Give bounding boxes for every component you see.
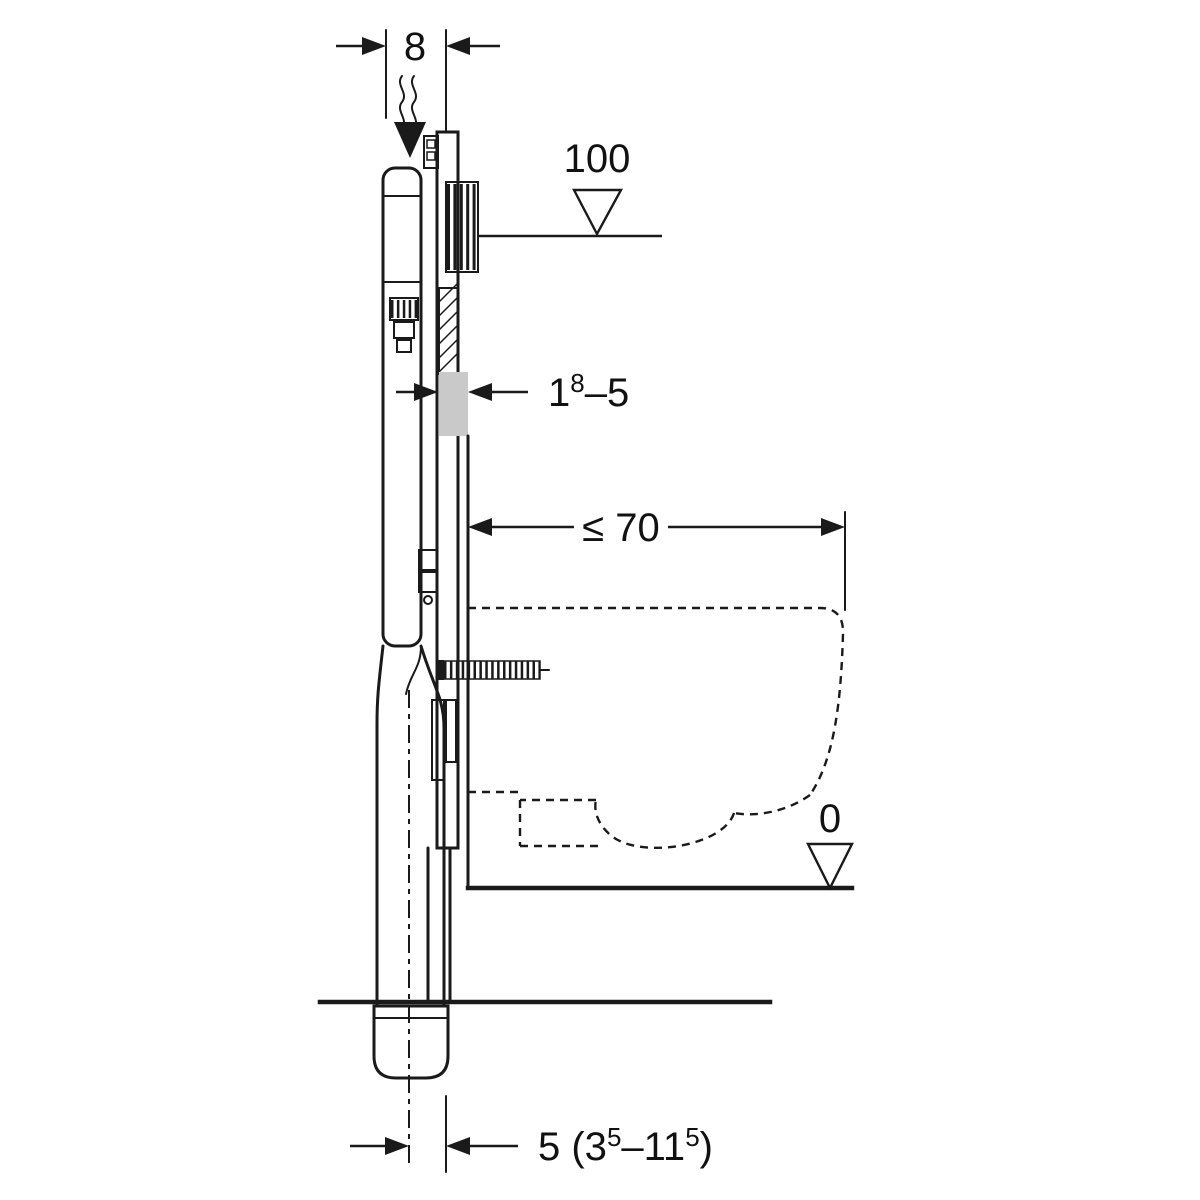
dim-label-depth: ≤ 70 [582, 506, 660, 550]
socket-outline [372, 1004, 450, 1080]
level-marker-0: 0 [806, 797, 854, 891]
wc-pan-outline [468, 606, 845, 850]
hatch-outline [445, 181, 479, 273]
bolt [426, 151, 436, 161]
level-label-100: 100 [564, 137, 631, 181]
dim-label-outlet-offset: 5 (35–115) [538, 1122, 713, 1169]
left-arrow-icon [468, 383, 492, 401]
right-arrow-icon [414, 383, 438, 401]
rail-hole [423, 595, 433, 605]
level-triangle-icon [572, 188, 624, 237]
pan-front-bottom [733, 794, 811, 816]
rail-fitting [418, 571, 438, 593]
pan-bowl-underside [594, 799, 736, 850]
break-symbol [394, 75, 426, 158]
level-triangle-icon [806, 842, 854, 891]
right-arrow-icon [385, 1137, 409, 1155]
level-marker-100: 100 [478, 137, 662, 238]
pipe-right-line [419, 644, 446, 1006]
pan-front-line [809, 633, 845, 796]
drain-bend [375, 644, 446, 1006]
right-arrow-icon [362, 37, 386, 55]
outlet-socket [372, 1004, 450, 1080]
left-arrow-icon [446, 1137, 470, 1155]
down-arrow-icon [394, 122, 426, 158]
tank-outline [381, 166, 423, 648]
hatch-line [438, 324, 459, 345]
valve-body [389, 297, 419, 321]
hatch-line [438, 338, 459, 359]
flush-valve [389, 297, 419, 353]
hatch-line [438, 352, 459, 373]
hatch-line [438, 296, 459, 317]
hatch-line [438, 282, 459, 303]
wall-hatch-block [445, 181, 479, 273]
wall-fill-rect [439, 372, 468, 436]
rail-top-bracket [423, 135, 439, 169]
squiggle-line [399, 75, 405, 129]
anchor-hatch [438, 282, 459, 375]
rail-fitting [418, 549, 438, 571]
bend-inner-curve [405, 645, 422, 695]
pipe-left-line [375, 644, 385, 1006]
rail-lower-fitting [445, 699, 457, 763]
fixing-rod [436, 660, 550, 680]
squiggle-line [411, 75, 417, 129]
valve-part [396, 339, 412, 353]
frame-rail [418, 130, 460, 1004]
dim-top-width: 8 [336, 25, 500, 133]
dim-depth: ≤ 70 [468, 506, 846, 611]
rod-bracket [436, 660, 444, 680]
level-label-0: 0 [819, 797, 841, 841]
pan-top-line [468, 606, 845, 635]
dim-label-top-width: 8 [404, 25, 426, 69]
finished-wall-block [439, 372, 468, 436]
rail-profile [435, 130, 460, 850]
hatch-line [438, 310, 459, 331]
valve-part [393, 321, 415, 339]
right-arrow-icon [821, 518, 845, 536]
dim-wall-thickness: 18–5 [396, 368, 629, 415]
left-arrow-icon [468, 518, 492, 536]
dim-outlet-offset: 5 (35–115) [350, 1095, 713, 1173]
left-arrow-icon [446, 37, 470, 55]
dim-label-wall-thickness: 18–5 [548, 368, 629, 415]
cistern-tank [381, 166, 423, 648]
bolt [426, 139, 436, 149]
